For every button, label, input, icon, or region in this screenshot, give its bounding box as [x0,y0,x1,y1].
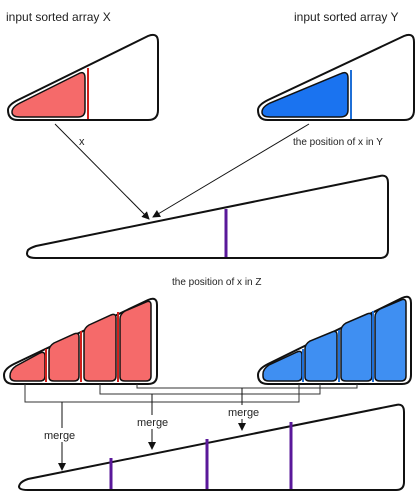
label-input-y: input sorted array Y [294,10,399,24]
output-array-z [18,403,405,491]
array-x [6,33,159,121]
label-position-x-in-y: the position of x in Y [293,137,383,148]
array-z-outline [26,174,389,259]
output-z-outline [18,403,405,491]
label-input-x: input sorted array X [6,10,111,24]
label-position-x-in-z: the position of x in Z [172,277,262,288]
partition-y-4 [374,298,407,382]
partition-y-3 [340,312,373,382]
merge-connectors [24,384,358,471]
merge-connector-3 [136,384,358,389]
array-y [256,33,415,121]
merge-label-1: merge [44,430,75,442]
array-z [26,174,389,259]
array-x-filled-region [11,71,86,118]
merge-label-bg-1 [42,428,76,442]
merge-label-bg-3 [226,405,260,419]
arrow-y-to-z [152,123,310,218]
merge-connector-1 [24,384,300,403]
partitioned-array-x [2,297,158,385]
label-x: x [79,136,85,148]
array-y-filled-region [261,71,349,118]
partition-x-2 [48,332,80,382]
partitioned-array-y [256,295,412,385]
merge-label-bg-2 [135,415,169,429]
merge-connector-2 [99,384,321,395]
merge-label-2: merge [137,417,168,429]
merge-label-3: merge [228,407,259,419]
partition-x-4 [119,300,152,382]
partition-x-3 [83,313,117,382]
partition-y-2 [304,330,338,382]
arrow-x-to-z [54,123,150,220]
